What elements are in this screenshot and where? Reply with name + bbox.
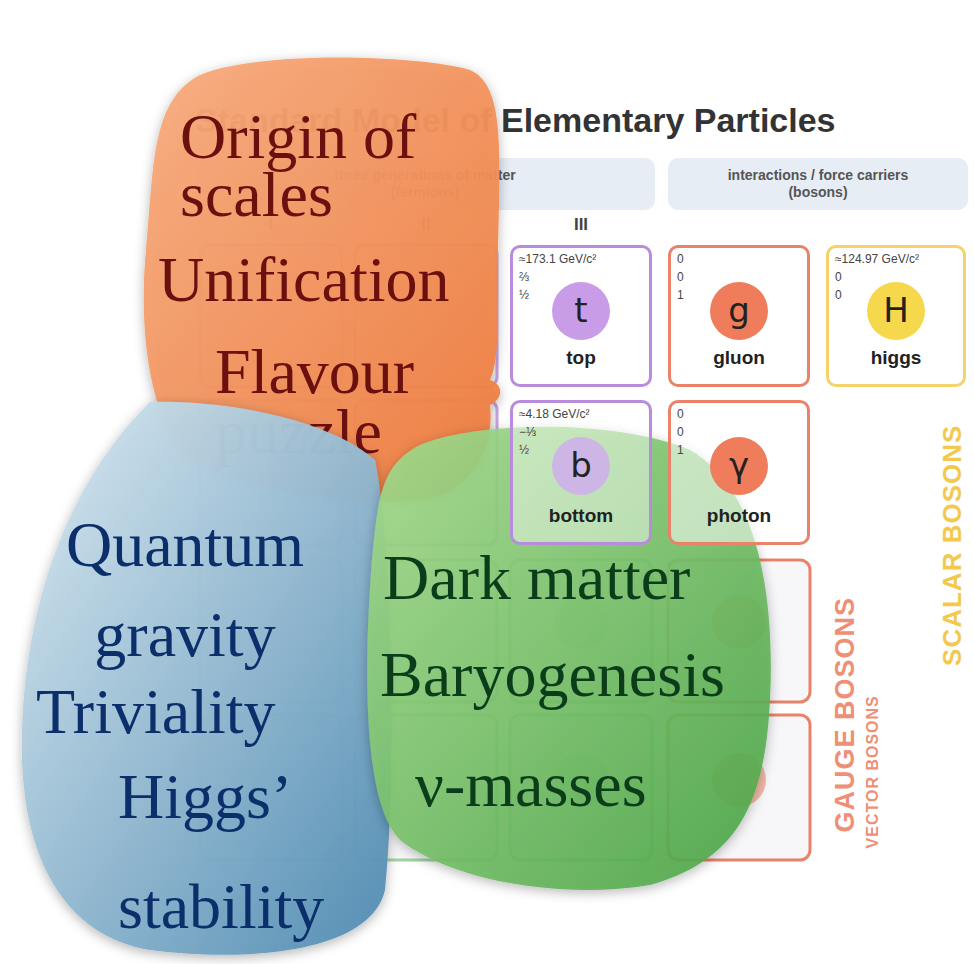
particle-cell: ≈173.1 GeV/c² ⅔ ½ t top	[510, 245, 652, 387]
particle-cell: 0 0 1 γ photon	[668, 400, 810, 545]
problem-text: ν-masses	[415, 755, 715, 815]
charge-value: 0	[835, 270, 842, 285]
particle-symbol: t	[552, 282, 610, 340]
problem-blob: Quantum gravityTrivialityHiggs’ stabilit…	[15, 395, 400, 964]
problem-text: Origin of scales	[180, 108, 450, 224]
side-label: GAUGE BOSONS	[831, 597, 861, 833]
particle-name: higgs	[829, 346, 963, 370]
mass-value: ≈124.97 GeV/c²	[835, 252, 919, 267]
side-label: VECTOR BOSONS	[864, 695, 882, 848]
spin-value: 0	[835, 288, 842, 303]
spin-value: ½	[519, 288, 529, 303]
particle-symbol: b	[552, 437, 610, 495]
problem-text: Higgs’ stability	[118, 742, 358, 962]
particle-name: gluon	[671, 346, 807, 370]
problem-text: Quantum gravity	[50, 500, 320, 680]
spin-value: 1	[677, 443, 684, 458]
mass-value: ≈173.1 GeV/c²	[519, 252, 596, 267]
particle-symbol: g	[710, 282, 768, 340]
particle-cell: ≈124.97 GeV/c²00Hhiggs	[826, 245, 966, 387]
charge-value: −⅓	[519, 425, 536, 440]
spin-value: ½	[519, 443, 529, 458]
header-text: interactions / force carriers (bosons)	[703, 167, 933, 201]
problem-text: Triviality	[36, 682, 336, 742]
side-label: SCALAR BOSONS	[939, 424, 968, 665]
mass-value: 0	[677, 407, 684, 422]
problem-text: Unification	[158, 250, 488, 310]
generation-numeral: III	[574, 216, 588, 235]
problem-text: Dark matter	[383, 548, 713, 608]
particle-cell: 0 0 1 g gluon	[668, 245, 810, 387]
particle-name: top	[513, 346, 649, 370]
charge-value: ⅔	[519, 270, 529, 285]
particle-symbol: γ	[710, 437, 768, 495]
particle-name: bottom	[513, 504, 649, 528]
mass-value: ≈4.18 GeV/c²	[519, 407, 590, 422]
particle-cell: ≈4.18 GeV/c² −⅓ ½ b bottom	[510, 400, 652, 545]
particle-name: photon	[671, 504, 807, 528]
problem-text: Baryogenesis	[380, 645, 750, 705]
charge-value: 0	[677, 270, 684, 285]
charge-value: 0	[677, 425, 684, 440]
header-band: interactions / force carriers (bosons)	[668, 158, 968, 210]
mass-value: 0	[677, 252, 684, 267]
particle-symbol: H	[867, 282, 925, 340]
spin-value: 1	[677, 288, 684, 303]
